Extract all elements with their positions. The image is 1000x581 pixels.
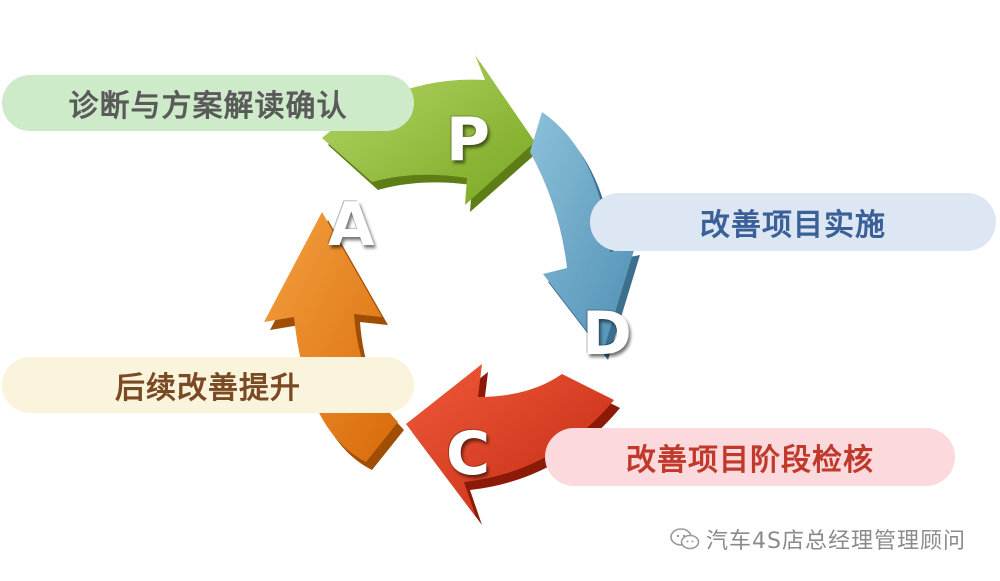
stage-letter-d: D (582, 299, 632, 369)
stage-label-p: 诊断与方案解读确认 (2, 75, 414, 131)
stage-label-p-text: 诊断与方案解读确认 (68, 89, 348, 124)
stage-letter-a: A (328, 190, 375, 260)
watermark-text: 汽车4S店总经理管理顾问 (706, 529, 966, 554)
stage-label-c-text: 改善项目阶段检核 (626, 443, 874, 478)
stage-label-a: 后续改善提升 (2, 357, 414, 413)
stage-letter-p: P (446, 105, 490, 175)
arrow-p (322, 55, 540, 212)
stage-label-d-text: 改善项目实施 (700, 208, 886, 243)
stage-label-c: 改善项目阶段检核 (545, 428, 955, 486)
stage-letter-c: C (446, 419, 491, 489)
stage-label-a-text: 后续改善提升 (115, 371, 301, 406)
arrow-d (530, 112, 640, 360)
wechat-icon (670, 528, 700, 550)
arrow-c (406, 364, 620, 525)
stage-label-d: 改善项目实施 (590, 193, 996, 251)
watermark: 汽车4S店总经理管理顾问 (670, 523, 966, 555)
